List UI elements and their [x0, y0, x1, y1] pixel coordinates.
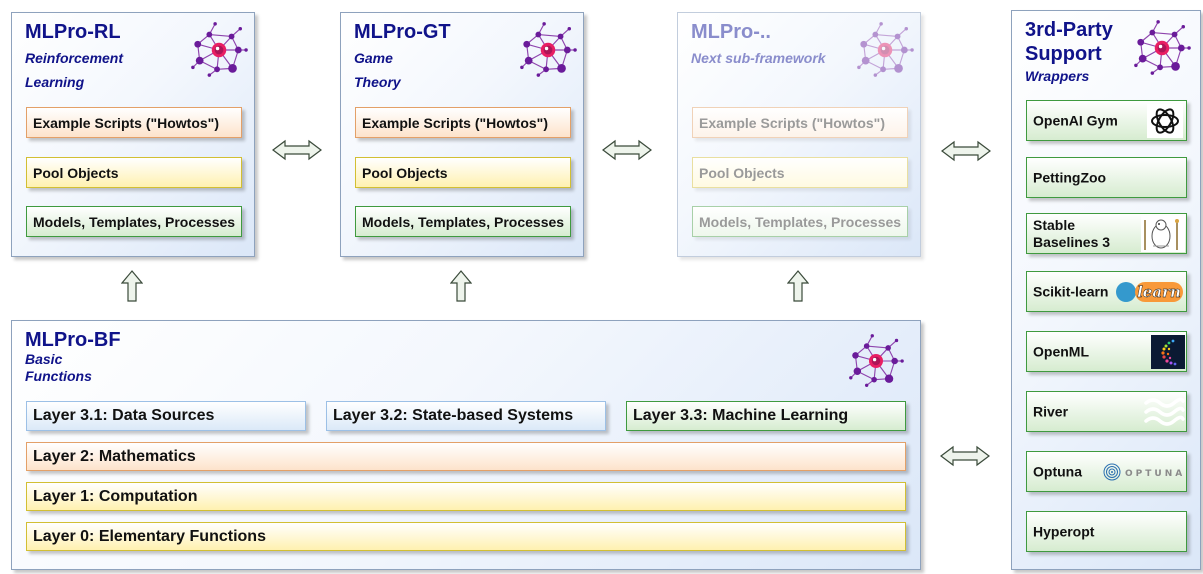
wrapper-label: OpenML — [1033, 343, 1089, 359]
openml-logo — [1151, 335, 1185, 369]
layer-2-box: Layer 2: Mathematics — [26, 442, 906, 471]
mlpro-next-title: MLPro-.. — [691, 21, 771, 43]
third-party-title-1: 3rd-Party — [1025, 19, 1113, 41]
mlpro-gt-title: MLPro-GT — [354, 21, 451, 43]
mlpro-logo-icon — [1133, 19, 1191, 77]
stable-baselines-icon — [1141, 216, 1185, 252]
mlpro-rl-title: MLPro-RL — [25, 21, 121, 43]
layer-1-box: Layer 1: Computation — [26, 482, 906, 511]
mlpro-rl-panel: MLPro-RL Reinforcement Learning Example … — [11, 12, 255, 257]
next-pool-objects-box: Pool Objects — [692, 157, 908, 188]
mlpro-logo-icon — [190, 21, 248, 79]
wrapper-pettingzoo: PettingZoo — [1026, 157, 1187, 198]
wrapper-label: Scikit-learn — [1033, 283, 1109, 299]
river-wave-icon — [1144, 397, 1185, 426]
mlpro-bf-subtitle-1: Basic — [25, 351, 63, 367]
scikit-learn-logo-text: learn — [1137, 283, 1181, 301]
mlpro-bf-subtitle-2: Functions — [25, 368, 92, 384]
wrapper-label: Optuna — [1033, 463, 1082, 479]
wrapper-label: River — [1033, 403, 1069, 419]
wrapper-stable-baselines: Stable Baselines 3 — [1026, 213, 1187, 254]
mlpro-rl-subtitle-2: Learning — [25, 74, 85, 90]
wrapper-label: PettingZoo — [1033, 169, 1107, 185]
mlpro-logo-icon — [856, 21, 914, 79]
mlpro-rl-subtitle-1: Reinforcement — [25, 50, 124, 66]
mlpro-next-subtitle: Next sub-framework — [691, 50, 826, 66]
third-party-subtitle: Wrappers — [1025, 68, 1090, 84]
up-arrow-bf-next — [787, 270, 809, 302]
wrapper-hyperopt: Hyperopt — [1026, 511, 1187, 552]
wrapper-label-2: Baselines 3 — [1033, 233, 1111, 250]
mlpro-gt-subtitle-1: Game — [354, 50, 393, 66]
next-example-scripts-box: Example Scripts ("Howtos") — [692, 107, 908, 138]
scikit-learn-logo: learn — [1116, 282, 1183, 302]
up-arrow-bf-gt — [450, 270, 472, 302]
optuna-logo: OPTUNA — [1103, 463, 1185, 481]
wrapper-scikit-learn: Scikit-learn learn — [1026, 271, 1187, 312]
up-arrow-bf-rl — [121, 270, 143, 302]
mlpro-gt-subtitle-2: Theory — [354, 74, 401, 90]
mlpro-bf-title: MLPro-BF — [25, 329, 121, 351]
third-party-panel: 3rd-Party Support Wrappers OpenAI Gym Pe… — [1011, 10, 1201, 570]
wrapper-label: Hyperopt — [1033, 523, 1095, 539]
double-arrow-rl-gt — [272, 139, 322, 161]
mlpro-logo-icon — [519, 21, 577, 79]
wrapper-label-1: Stable — [1033, 216, 1076, 233]
wrapper-river: River — [1026, 391, 1187, 432]
layer-3-1-box: Layer 3.1: Data Sources — [26, 401, 306, 431]
third-party-title-2: Support — [1025, 43, 1102, 65]
gt-pool-objects-box: Pool Objects — [355, 157, 571, 188]
wrapper-openml: OpenML — [1026, 331, 1187, 372]
wrapper-label: OpenAI Gym — [1033, 112, 1118, 128]
mlpro-gt-panel: MLPro-GT Game Theory Example Scripts ("H… — [340, 12, 584, 257]
double-arrow-next-thirdparty — [941, 140, 991, 162]
layer-3-3-box: Layer 3.3: Machine Learning — [626, 401, 906, 431]
rl-models-box: Models, Templates, Processes — [26, 206, 242, 237]
mlpro-bf-panel: MLPro-BF Basic Functions Layer 3.1: Data… — [11, 320, 921, 570]
rl-pool-objects-box: Pool Objects — [26, 157, 242, 188]
wrapper-openai-gym: OpenAI Gym — [1026, 100, 1187, 141]
mlpro-logo-icon — [848, 333, 904, 389]
layer-0-box: Layer 0: Elementary Functions — [26, 522, 906, 551]
optuna-logo-text: OPTUNA — [1125, 469, 1185, 479]
rl-example-scripts-box: Example Scripts ("Howtos") — [26, 107, 242, 138]
layer-3-2-box: Layer 3.2: State-based Systems — [326, 401, 606, 431]
next-models-box: Models, Templates, Processes — [692, 206, 908, 237]
wrapper-optuna: Optuna OPTUNA — [1026, 451, 1187, 492]
openai-icon — [1147, 104, 1183, 138]
double-arrow-gt-next — [602, 139, 652, 161]
gt-models-box: Models, Templates, Processes — [355, 206, 571, 237]
gt-example-scripts-box: Example Scripts ("Howtos") — [355, 107, 571, 138]
double-arrow-bf-thirdparty — [940, 445, 990, 467]
mlpro-next-panel: MLPro-.. Next sub-framework Example Scri… — [677, 12, 921, 257]
